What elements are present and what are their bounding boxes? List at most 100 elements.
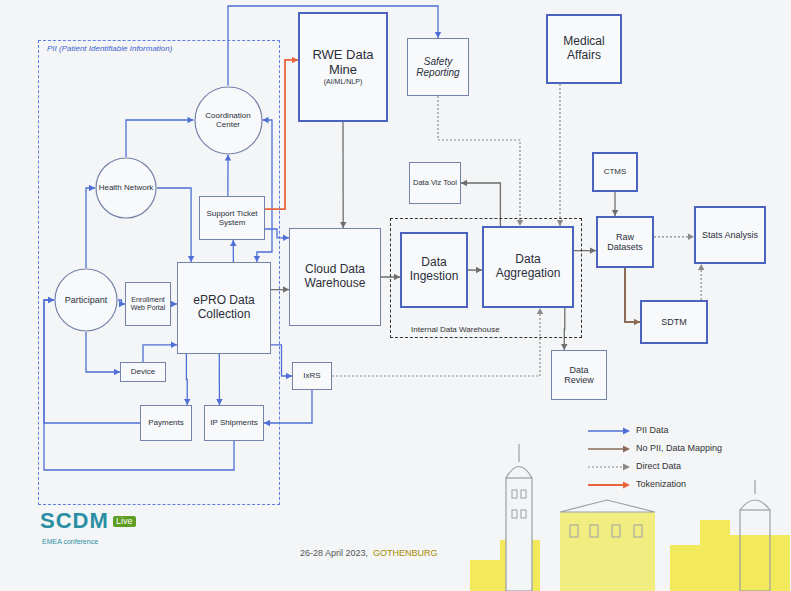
connector [118,300,125,307]
connector-line [342,122,343,228]
node-label: CTMS [604,167,627,176]
arrow-head [188,117,194,123]
dataset-box: Raw Datasets [596,216,654,268]
connector [184,354,190,405]
connector [698,264,704,300]
legend-label: No PII, Data Mapping [636,443,722,454]
arrow-head [264,420,270,426]
system-box: IP Shipments [204,405,264,441]
connector [216,354,222,405]
system-box: Payments [140,405,192,441]
connector-line [264,390,312,423]
system-box: Medical Affairs [546,14,622,84]
connector [654,234,694,240]
connector [438,96,523,226]
arrow-head [263,117,269,123]
node-label: IxRS [303,371,320,380]
brand-logo: SCDM [40,508,109,534]
legend-samples [588,428,630,489]
node-label: Payments [148,418,184,427]
system-box: RWE Data Mine(AI/ML/NLP) [298,12,388,122]
connector-line [559,84,560,226]
legend-label: Tokenization [636,479,686,490]
region-label: Internal Data Warehouse [409,325,502,335]
legend-label: Direct Data [636,461,681,472]
connector [561,308,567,350]
node-label: Data Ingestion [405,256,463,284]
node-label: ePRO Data Collection [181,294,267,322]
system-box: Device [120,362,166,382]
connector [86,332,120,375]
connector [264,390,312,426]
node-label: Health Network [99,183,154,192]
node-label: IP Shipments [210,418,257,427]
connector-line [219,354,220,405]
arrow-head [537,308,543,314]
node-label: Cloud Data Warehouse [293,263,377,291]
connector [143,342,177,362]
connector-line [186,354,188,405]
process-box: Data Aggregation [482,226,574,308]
node-label: Data Aggregation [487,253,569,281]
arrow-head [89,185,95,191]
connector [468,267,482,273]
node-label: Device [131,367,155,376]
node-label: Medical Affairs [551,35,617,63]
connector-line [157,188,191,262]
system-box: Enrollment Web Portal [125,282,171,326]
node-label: Safety Reporting [411,56,465,79]
arrow-head [225,155,231,161]
node-label: Stats Analysis [702,230,758,240]
node-label: Data Viz Tool [413,179,457,188]
connector [557,84,563,226]
node-label: Participant [65,295,108,305]
connector-line [86,332,120,372]
connector-line [438,96,520,226]
connector [265,229,289,241]
connector [157,188,194,262]
node-label: Enrollment Web Portal [129,296,167,312]
node-label: RWE Data Mine [303,48,383,78]
system-box: Safety Reporting [407,38,469,96]
system-box: CTMS [592,152,638,192]
arrow-head [48,297,54,303]
dataset-box: SDTM [640,300,708,344]
connector-line [271,345,292,376]
legend-label: PII Data [636,425,669,436]
connector-line [126,120,194,157]
connector [612,192,618,216]
connector [340,122,346,228]
process-box: Data Ingestion [400,232,468,308]
pii-region: PII (Patient Identifiable Information)Co… [38,40,280,505]
connector [265,57,298,209]
connector [230,240,236,262]
arrow-head [48,297,54,303]
system-box: ePRO Data Collection [177,262,271,354]
connector-line [625,268,640,322]
connector [126,117,194,157]
arrow-head [461,180,467,186]
connector [86,185,95,268]
connector-line [461,183,500,226]
node-label: Coordination Center [197,111,260,129]
node-label: (AI/ML/NLP) [324,78,363,86]
city-text: GOTHENBURG [373,548,438,559]
connector-line [564,308,566,350]
connector-line [227,155,228,197]
connector-line [86,188,95,268]
system-box: IxRS [292,362,332,390]
actor-circle: Participant [54,268,118,332]
connector-line [257,120,272,262]
system-box: Data Viz Tool [409,162,461,204]
date-text: 26-28 April 2023, [300,548,368,559]
warehouse-region: Internal Data Warehouse Data Ingestion Dat… [390,218,582,338]
connector-line [265,60,298,209]
arrow-head [698,264,704,270]
brand-badge: Live [113,516,136,527]
connector [461,180,500,226]
conference-name: EMEA conference [42,538,98,546]
system-box: Support Ticket System [199,196,265,240]
